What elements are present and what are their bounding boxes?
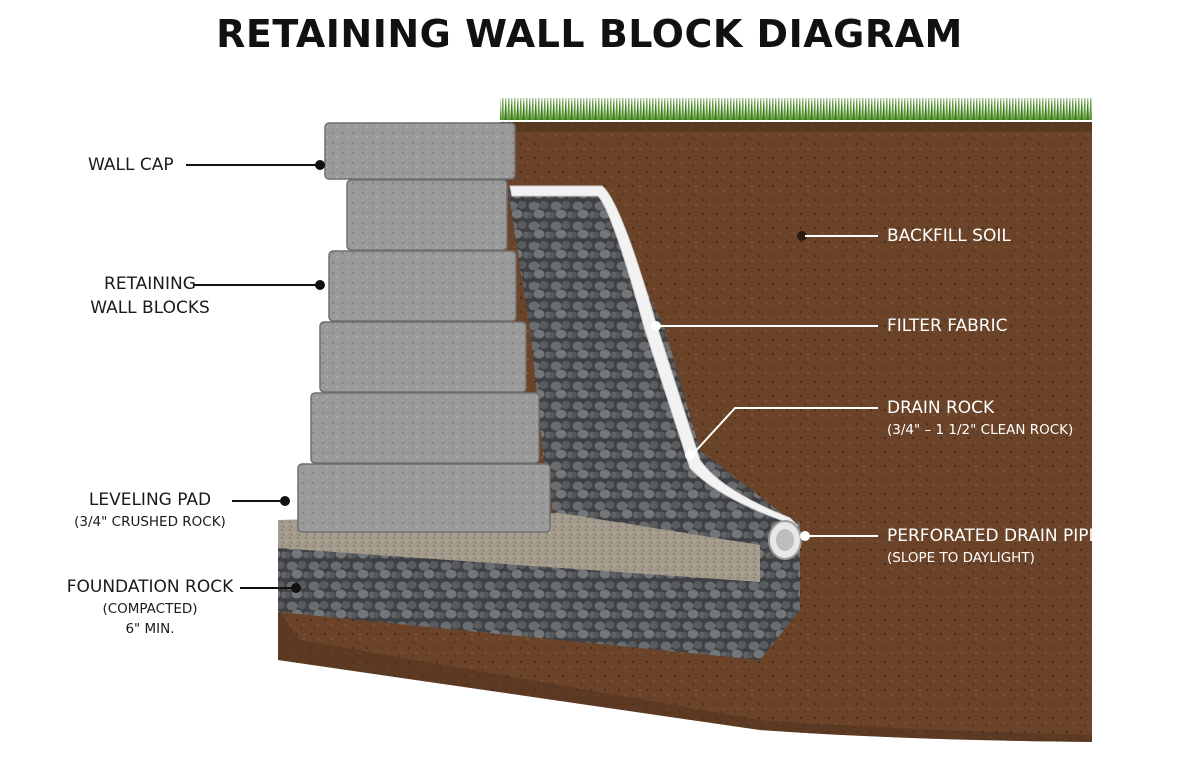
label-leveling-pad-sub: (3/4" CRUSHED ROCK) xyxy=(74,514,226,530)
label-foundation-rock: FOUNDATION ROCK (COMPACTED) 6" MIN. xyxy=(58,575,242,639)
label-drain-rock-title: DRAIN ROCK xyxy=(887,398,995,418)
label-foundation-rock-sub2: 6" MIN. xyxy=(125,621,175,637)
drain-rock xyxy=(508,190,790,560)
label-drain-rock-sub: (3/4" – 1 1/2" CLEAN ROCK) xyxy=(887,422,1074,438)
label-drain-pipe-sub: (SLOPE TO DAYLIGHT) xyxy=(887,550,1035,566)
label-drain-rock: DRAIN ROCK (3/4" – 1 1/2" CLEAN ROCK) xyxy=(887,396,1073,440)
label-drain-pipe: PERFORATED DRAIN PIPE (SLOPE TO DAYLIGHT… xyxy=(887,524,1099,568)
retaining-wall-blocks xyxy=(297,179,551,533)
perforated-drain-pipe xyxy=(768,520,802,560)
label-foundation-rock-sub1: (COMPACTED) xyxy=(102,601,198,617)
filter-fabric xyxy=(509,185,799,527)
diagram-title: RETAINING WALL BLOCK DIAGRAM xyxy=(216,12,963,56)
label-filter-fabric: FILTER FABRIC xyxy=(887,316,1008,336)
label-drain-pipe-title: PERFORATED DRAIN PIPE xyxy=(887,526,1100,546)
label-leveling-pad: LEVELING PAD (3/4" CRUSHED ROCK) xyxy=(60,488,240,532)
wall-cap-block xyxy=(324,122,516,180)
label-leveling-pad-title: LEVELING PAD xyxy=(88,490,212,510)
label-backfill-soil: BACKFILL SOIL xyxy=(887,226,1011,246)
label-wall-cap: WALL CAP xyxy=(88,155,174,175)
label-retaining-line1: RETAINING xyxy=(104,274,196,294)
label-retaining-wall-blocks: RETAINING WALL BLOCKS xyxy=(80,272,220,320)
label-retaining-line2: WALL BLOCKS xyxy=(90,298,210,318)
label-foundation-rock-title: FOUNDATION ROCK xyxy=(66,577,234,597)
